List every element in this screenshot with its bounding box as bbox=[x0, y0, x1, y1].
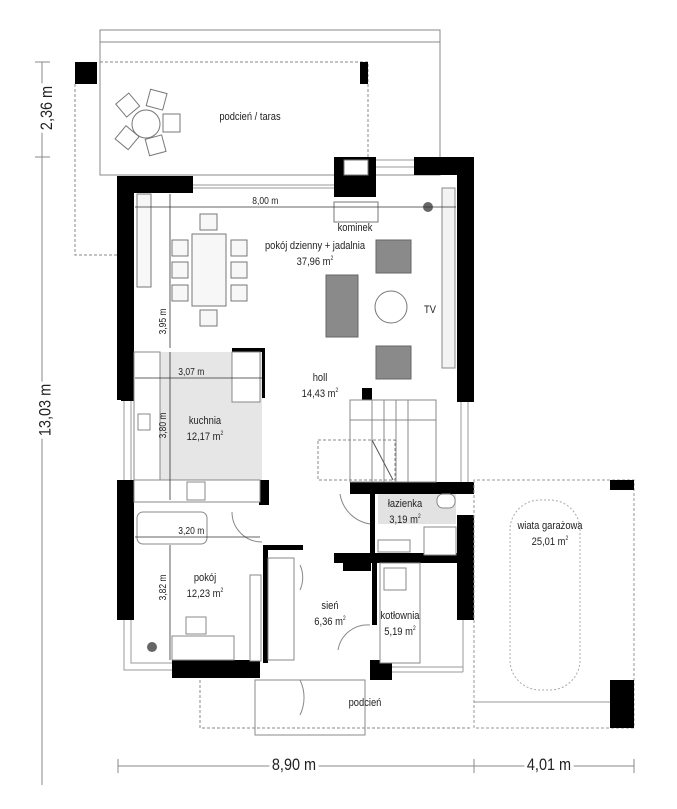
fireplace-label: kominek bbox=[337, 222, 373, 234]
tv-cabinet bbox=[441, 187, 456, 369]
dining-set bbox=[136, 193, 248, 327]
dimension-lines bbox=[135, 194, 456, 660]
dim-kitchen-width: 3,07 m bbox=[178, 367, 205, 378]
dim-house-width: 8,90 m bbox=[269, 755, 319, 775]
dim-kitchen-depth: 3,80 m bbox=[157, 412, 169, 439]
bedroom-furniture bbox=[171, 557, 421, 664]
carport bbox=[473, 479, 635, 729]
terrace-table-set bbox=[114, 88, 181, 157]
staircase bbox=[317, 399, 437, 483]
dim-room-width: 3,20 m bbox=[178, 526, 205, 537]
dim-carport-width: 4,01 m bbox=[524, 755, 574, 775]
terrace-pillar bbox=[75, 62, 97, 84]
doors bbox=[231, 493, 371, 716]
room-label-podcien: podcień bbox=[348, 697, 382, 709]
dim-living-depth: 3,95 m bbox=[157, 308, 169, 335]
dim-living-width: 8,00 m bbox=[252, 196, 279, 207]
dim-house-length: 13,03 m bbox=[35, 381, 56, 439]
room-label-taras: podcień / taras bbox=[219, 111, 281, 123]
dim-terrace-depth: 2,36 m bbox=[36, 83, 57, 133]
dim-room-depth: 3,82 m bbox=[157, 574, 169, 601]
porch-outline bbox=[199, 679, 470, 736]
exterior-walls bbox=[117, 157, 474, 680]
coffee-table bbox=[374, 290, 408, 324]
bathroom-fixtures bbox=[136, 493, 457, 556]
kitchen-counters bbox=[133, 351, 261, 503]
tv-label: TV bbox=[424, 304, 436, 316]
lounge-set bbox=[325, 239, 412, 380]
